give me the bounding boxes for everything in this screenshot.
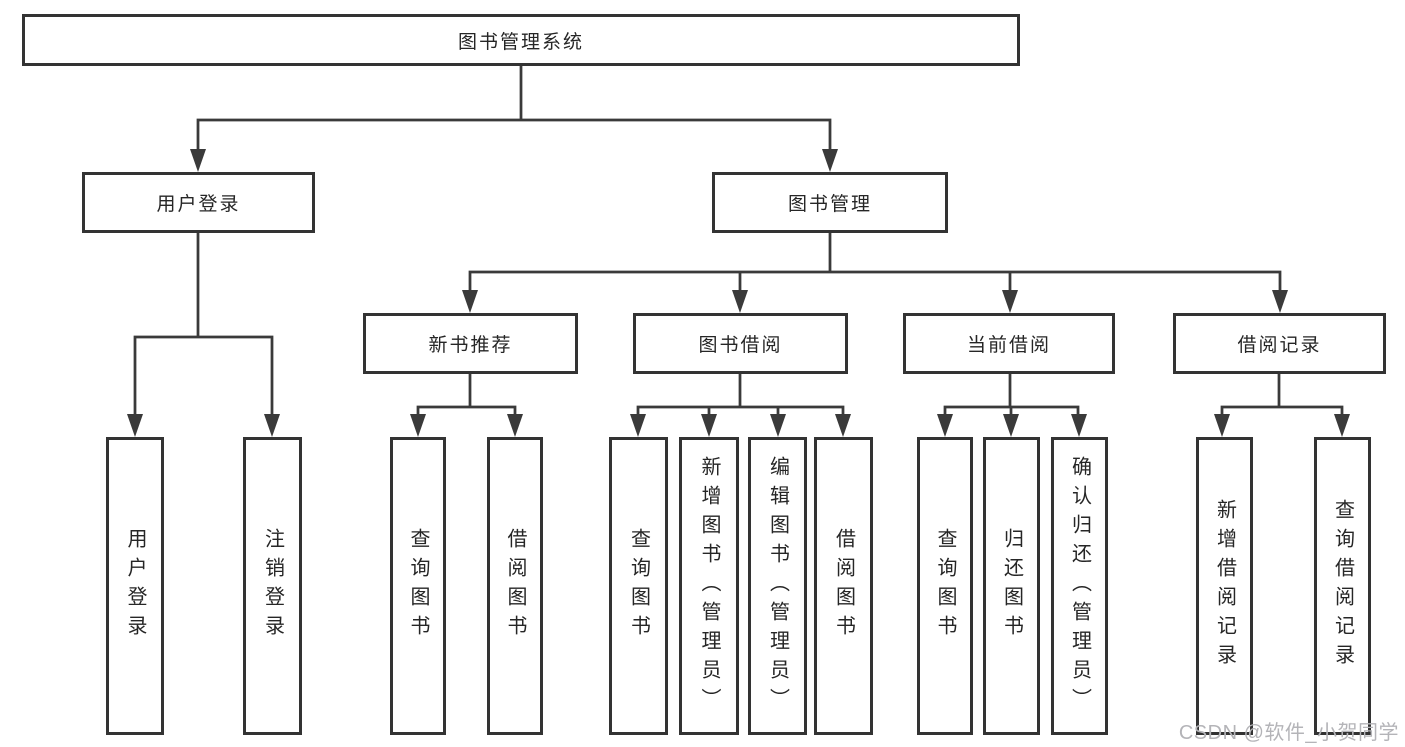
arrowheads: [127, 149, 1350, 437]
edge-borrowing-rail: [636, 405, 845, 418]
node-library-management-system: 图书管理系统: [22, 14, 1020, 66]
node-new-book-recommendation: 新书推荐: [363, 313, 578, 374]
edge-userlogin-rail: [133, 335, 274, 417]
leaf-query-books-current: 查询图书: [917, 437, 973, 735]
leaf-confirm-return-admin: 确认归还（管理员）: [1051, 437, 1108, 735]
leaf-borrow-books-borrowing: 借阅图书: [814, 437, 873, 735]
node-book-management: 图书管理: [712, 172, 948, 233]
leaf-borrow-books-recommend: 借阅图书: [487, 437, 543, 735]
leaf-query-books-recommend: 查询图书: [390, 437, 446, 735]
edge-root-rail: [196, 118, 832, 152]
node-current-borrowing: 当前借阅: [903, 313, 1115, 374]
leaf-query-books-borrowing: 查询图书: [609, 437, 668, 735]
leaf-query-borrow-record: 查询借阅记录: [1314, 437, 1371, 735]
edge-bookmgmt-rail: [468, 270, 1282, 294]
leaf-edit-books-admin: 编辑图书（管理员）: [748, 437, 807, 735]
node-user-login: 用户登录: [82, 172, 315, 233]
edge-newbook-rail: [416, 405, 517, 418]
leaf-user-login: 用户登录: [106, 437, 164, 735]
csdn-watermark: CSDN @软件_小贺同学: [1178, 722, 1399, 744]
leaf-return-books: 归还图书: [983, 437, 1040, 735]
node-borrowing-records: 借阅记录: [1173, 313, 1386, 374]
node-book-borrowing: 图书借阅: [633, 313, 848, 374]
edge-records-rail: [1220, 405, 1344, 418]
leaf-add-books-admin: 新增图书（管理员）: [679, 437, 739, 735]
leaf-add-borrow-record: 新增借阅记录: [1196, 437, 1253, 735]
leaf-logout-login: 注销登录: [243, 437, 302, 735]
